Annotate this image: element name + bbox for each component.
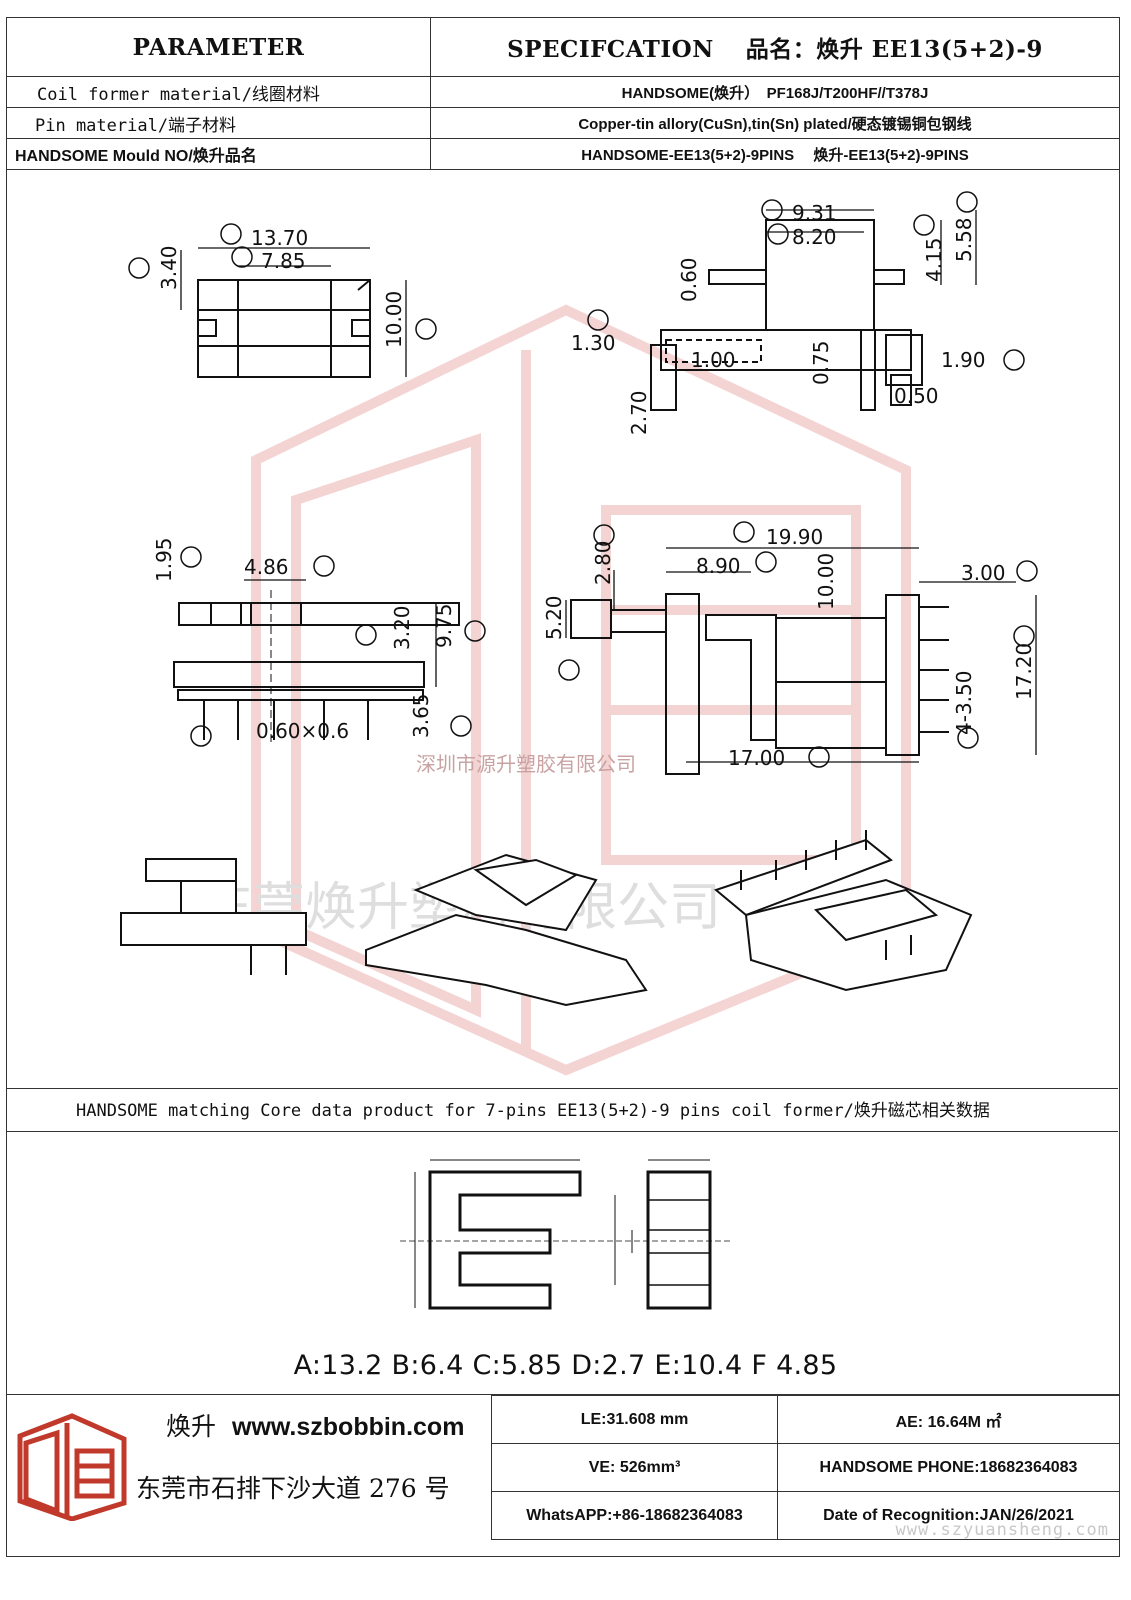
dim-callouts-bottom <box>558 521 1038 768</box>
address: 东莞市石排下沙大道 276 号 <box>136 1474 450 1503</box>
side-view <box>650 209 977 411</box>
dim-F: 8.20 <box>792 225 837 249</box>
top-view <box>180 247 407 378</box>
dim-E: 9.31 <box>792 201 837 225</box>
watermark-url: www.szyuansheng.com <box>895 1520 1109 1540</box>
dim-L: 9.75 <box>432 603 456 648</box>
dim-Q: 5.20 <box>542 595 566 640</box>
core-values: A:13.2 B:6.4 C:5.85 D:2.7 E:10.4 F 4.85 <box>293 1350 838 1381</box>
pin-material-label: Pin material/端子材料 <box>6 107 431 139</box>
coil-material-value: HANDSOME(焕升） PF168J/T200HF//T378J <box>430 76 1120 108</box>
brand-line: 焕升 www.szbobbin.com <box>166 1407 464 1443</box>
technical-drawing: 深圳市源升塑胶有限公司 东莞焕升塑料有限公司 13.70 7.85 3.40 1… <box>6 170 1120 1087</box>
mould-no-label: HANDSOME Mould NO/焕升品名 <box>6 138 431 170</box>
ae-value: AE: 16.64M ㎡ <box>777 1395 1120 1444</box>
dim-S: 19.90 <box>766 525 823 549</box>
dim-side-top: 0.60 <box>677 257 701 302</box>
coil-material-label: Coil former material/线圈材料 <box>6 76 431 108</box>
front-view <box>173 579 460 745</box>
dim-M: 3.20 <box>390 605 414 650</box>
website-link[interactable]: www.szbobbin.com <box>232 1413 465 1441</box>
parameter-header: PARAMETER <box>6 17 431 77</box>
drawing-canvas: 深圳市源升塑胶有限公司 东莞焕升塑料有限公司 13.70 7.85 3.40 1… <box>120 191 1038 1076</box>
dim-side-d: 2.70 <box>627 390 651 435</box>
magnetic-data-grid: LE:31.608 mm AE: 16.64M ㎡ VE: 526mm³ HAN… <box>491 1395 1120 1540</box>
dim-R: 2.80 <box>591 540 615 585</box>
le-value: LE:31.608 mm <box>491 1395 778 1444</box>
dim-N: 3.65 <box>409 693 433 738</box>
dim-K: 4.86 <box>244 555 289 579</box>
phone-value: HANDSOME PHONE:18682364083 <box>777 1443 1120 1492</box>
watermark-sz: 深圳市源升塑胶有限公司 <box>416 752 636 776</box>
dim-I: 5.58 <box>952 217 976 262</box>
ve-value: VE: 526mm³ <box>491 1443 778 1492</box>
dim-U: 3.00 <box>961 561 1006 585</box>
parameter-table: PARAMETER SPECIFCATION 品名：焕升 EE13(5+2)-9… <box>6 17 1120 170</box>
footer: 焕升 www.szbobbin.com 东莞市石排下沙大道 276 号 LE:31… <box>6 1394 1120 1540</box>
dim-callouts-top <box>128 223 437 340</box>
dim-G: 1.30 <box>571 331 616 355</box>
dim-side-b: 0.75 <box>809 340 833 385</box>
brand-cn: 焕升 <box>166 1412 217 1441</box>
core-drawing <box>400 1159 730 1310</box>
dim-H: 4.15 <box>922 237 946 282</box>
pin-material-value: Copper-tin allory(CuSn),tin(Sn) plated/硬… <box>430 107 1120 139</box>
dim-top-ten: 10.00 <box>814 553 838 610</box>
date-value: Date of Recognition:JAN/26/2021 <box>777 1491 1120 1540</box>
company-logo <box>17 1413 127 1521</box>
dim-O: 0.60×0.6 <box>256 719 349 743</box>
dim-B: 3.40 <box>157 245 181 290</box>
bottom-view <box>565 547 1037 775</box>
dim-P: 1.95 <box>152 537 176 582</box>
dim-D: 7.85 <box>261 249 306 273</box>
dim-A: 13.70 <box>251 226 308 250</box>
specification-header: SPECIFCATION 品名：焕升 EE13(5+2)-9 <box>430 17 1120 77</box>
dim-side-a: 1.00 <box>691 348 736 372</box>
dim-V: 17.20 <box>1012 643 1036 700</box>
dim-X: 17.00 <box>728 746 785 770</box>
iso-views <box>120 830 973 1007</box>
core-caption: HANDSOME matching Core data product for … <box>6 1088 1118 1132</box>
dim-callouts-front <box>180 546 486 747</box>
whatsapp-value: WhatsAPP:+86-18682364083 <box>491 1491 778 1540</box>
dim-side-c: 0.50 <box>894 384 939 408</box>
dim-Y: 4-3.50 <box>952 671 976 735</box>
dim-T: 8.90 <box>696 554 741 578</box>
dim-J: 1.90 <box>941 348 986 372</box>
dim-callouts-side <box>587 191 1025 371</box>
mould-no-value: HANDSOME-EE13(5+2)-9PINS 焕升-EE13(5+2)-9P… <box>430 138 1120 170</box>
dim-C: 10.00 <box>382 291 406 348</box>
